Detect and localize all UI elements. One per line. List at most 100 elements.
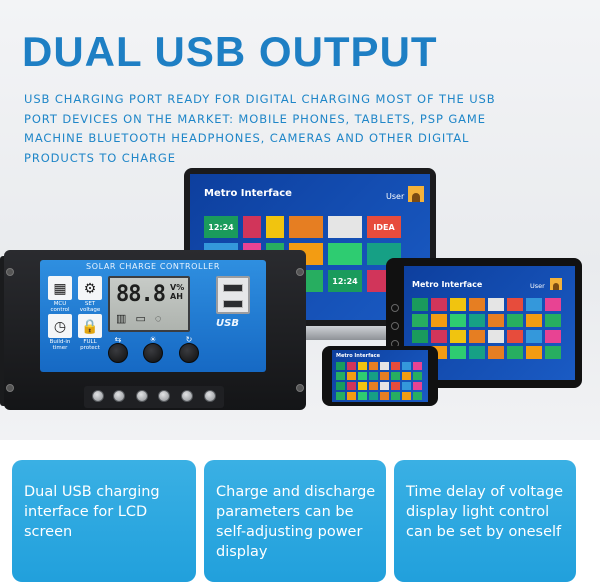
- full-protect-label: FULL protect: [80, 339, 100, 351]
- laptop-chart-icon: [243, 216, 261, 238]
- usb-label: USB: [216, 318, 239, 329]
- tablet-tile: [526, 346, 542, 359]
- phone-card-icon: [358, 362, 367, 370]
- tablet-cart-icon: [469, 314, 485, 327]
- terminal-screw: [158, 390, 170, 402]
- phone-device: Metro Interface: [322, 346, 438, 406]
- feature-card-timer: Time delay of voltage display light cont…: [394, 460, 576, 582]
- phone-star-icon: [380, 372, 389, 380]
- phone-mail-icon: [402, 382, 411, 390]
- phone-hat-icon: [347, 392, 356, 400]
- terminal-block: [84, 386, 224, 408]
- feature-card-parameters: Charge and discharge parameters can be s…: [204, 460, 386, 582]
- lcd-screen: 88.8 V% AH ▥ ▭ ◌: [108, 276, 190, 332]
- tablet-spade-icon: [488, 330, 504, 343]
- laptop-user-label: User: [386, 192, 405, 201]
- tablet-tile-grid: [412, 298, 572, 359]
- tablet-chart-icon: [431, 298, 447, 311]
- tablet-picture-icon: [469, 330, 485, 343]
- phone-tile: [336, 382, 345, 390]
- phone-pie-icon: [391, 372, 400, 380]
- usb-slot: [223, 300, 243, 308]
- phone-chart-icon: [347, 382, 356, 390]
- feature-text: Dual USB charging interface for LCD scre…: [24, 484, 160, 540]
- tablet-tile: [412, 298, 428, 311]
- tablet-sign-icon: [450, 346, 466, 359]
- tablet-mail-icon: [526, 298, 542, 311]
- tablet-chart-icon: [431, 330, 447, 343]
- phone-cloud-icon: [336, 372, 345, 380]
- tablet-tile: [526, 314, 542, 327]
- phone-chart-icon: [413, 362, 422, 370]
- tablet-button: [391, 304, 399, 312]
- tablet-bulb-icon: [507, 330, 523, 343]
- feature-text: Charge and discharge parameters can be s…: [216, 484, 376, 560]
- laptop-sign-icon: [328, 243, 362, 265]
- laptop-card-icon: [266, 216, 284, 238]
- tablet-picture-icon: [469, 298, 485, 311]
- phone-picture-icon: [369, 362, 378, 370]
- laptop-user-avatar-icon: [408, 186, 424, 202]
- phone-spade-icon: [380, 382, 389, 390]
- mount-hole: [6, 268, 14, 276]
- phone-cart-icon: [369, 392, 378, 400]
- laptop-spade-icon: [328, 216, 362, 238]
- phone-tile-grid: [336, 362, 426, 400]
- tablet-hat-icon: [431, 314, 447, 327]
- mcu-control-icon: ▦: [48, 276, 72, 300]
- lcd-status-icons: ▥ ▭ ◌: [116, 313, 165, 325]
- lcd-units: V% AH: [170, 283, 185, 301]
- tablet-pie-icon: [507, 314, 523, 327]
- terminal-screw: [136, 390, 148, 402]
- tablet-chart-icon: [545, 330, 561, 343]
- phone-tile: [402, 372, 411, 380]
- tablet-cloud-icon: [412, 314, 428, 327]
- laptop-metro-title: Metro Interface: [204, 188, 292, 199]
- phone-bulb-icon: [391, 382, 400, 390]
- mount-hole: [296, 384, 304, 392]
- laptop-bulb-icon: IDEA: [367, 216, 401, 238]
- phone-sign-icon: [358, 392, 367, 400]
- tablet-button: [391, 322, 399, 330]
- tablet-tile: [412, 330, 428, 343]
- mount-hole: [296, 268, 304, 276]
- page-title: DUAL USB OUTPUT: [22, 28, 438, 75]
- laptop-picture-icon: [289, 216, 323, 238]
- laptop-tile: 12:24: [328, 270, 362, 292]
- laptop-tile: 12:24: [204, 216, 238, 238]
- phone-cloud-icon: [336, 392, 345, 400]
- phone-chart-icon: [413, 382, 422, 390]
- controller-button-left[interactable]: [108, 343, 128, 363]
- full-protect-icon: 🔒: [78, 314, 102, 338]
- tablet-chart-icon: [545, 298, 561, 311]
- set-voltage-label: SET voltage: [79, 301, 101, 313]
- terminal-screw: [92, 390, 104, 402]
- phone-bulb-icon: [391, 362, 400, 370]
- controller-button-middle[interactable]: [143, 343, 163, 363]
- tablet-user-avatar-icon: [550, 278, 562, 290]
- phone-spade-icon: [380, 362, 389, 370]
- product-description: USB CHARGING PORT READY FOR DIGITAL CHAR…: [24, 92, 496, 165]
- controller-button-right[interactable]: [179, 343, 199, 363]
- mcu-control-label: MCU control: [50, 301, 70, 313]
- dual-usb-port: [216, 276, 250, 314]
- lcd-readout: 88.8: [116, 282, 166, 307]
- tablet-user-label: User: [530, 282, 545, 290]
- phone-balls-icon: [413, 372, 422, 380]
- phone-cart-icon: [369, 372, 378, 380]
- light-icon: ☀: [149, 334, 157, 344]
- tablet-star-icon: [488, 346, 504, 359]
- phone-balls-icon: [413, 392, 422, 400]
- phone-picture-icon: [369, 382, 378, 390]
- tablet-balls-icon: [545, 346, 561, 359]
- tablet-sign-icon: [450, 314, 466, 327]
- controller-panel-title: SOLAR CHARGE CONTROLLER: [86, 262, 220, 271]
- terminal-screw: [204, 390, 216, 402]
- terminal-screw: [113, 390, 125, 402]
- phone-card-icon: [358, 382, 367, 390]
- build-in-timer-label: Build-in timer: [49, 339, 71, 351]
- phone-tile: [402, 392, 411, 400]
- phone-chart-icon: [347, 362, 356, 370]
- tablet-metro-title: Metro Interface: [412, 280, 483, 289]
